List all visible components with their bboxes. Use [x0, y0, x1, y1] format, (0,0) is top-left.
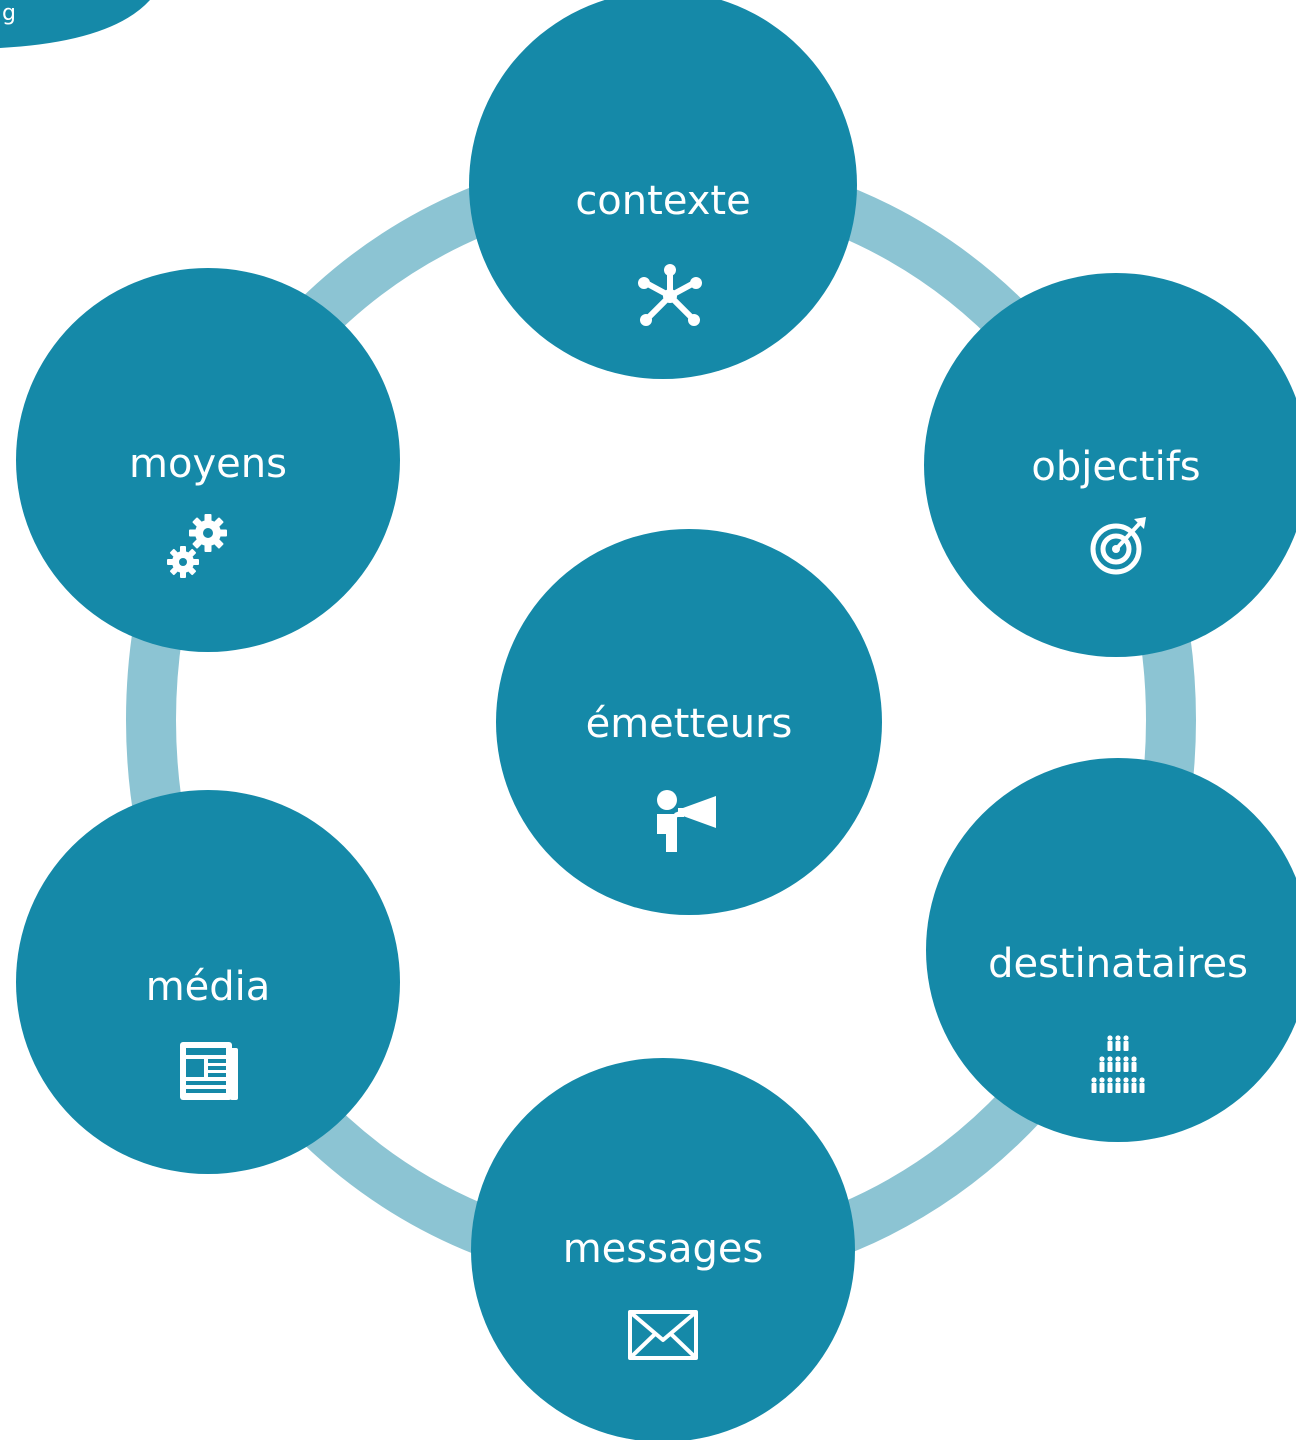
- node-moyens-label: moyens: [129, 441, 287, 487]
- network-hub-icon: [638, 264, 702, 326]
- node-moyens-circle: [16, 268, 400, 652]
- node-objectifs-label: objectifs: [1031, 444, 1200, 490]
- node-contexte-circle: [469, 0, 857, 379]
- node-contexte-label: contexte: [575, 178, 750, 224]
- corner-tab-shape: [0, 0, 150, 48]
- node-messages: messages: [471, 1058, 855, 1440]
- corner-tab-label: g: [2, 1, 16, 26]
- node-contexte: contexte: [469, 0, 857, 379]
- node-objectifs: objectifs: [924, 273, 1296, 657]
- node-destinataires-circle: [926, 758, 1296, 1142]
- node-emetteurs: émetteurs: [496, 529, 882, 915]
- node-emetteurs-circle: [496, 529, 882, 915]
- node-media-circle: [16, 790, 400, 1174]
- target-icon: [1090, 517, 1146, 575]
- newspaper-icon: [180, 1042, 238, 1100]
- envelope-icon: [628, 1310, 698, 1360]
- node-destinataires: destinataires: [926, 758, 1296, 1142]
- node-messages-circle: [471, 1058, 855, 1440]
- node-destinataires-label: destinataires: [988, 941, 1248, 987]
- people-pyramid-icon: [1091, 1035, 1145, 1093]
- megaphone-speaker-icon: [657, 790, 716, 852]
- node-emetteurs-label: émetteurs: [586, 701, 793, 747]
- corner-tab: g: [0, 0, 150, 48]
- node-moyens: moyens: [16, 268, 400, 652]
- node-media-label: média: [146, 964, 271, 1010]
- node-objectifs-circle: [924, 273, 1296, 657]
- node-messages-label: messages: [563, 1226, 764, 1272]
- node-media: média: [16, 790, 400, 1174]
- gears-icon: [167, 514, 227, 578]
